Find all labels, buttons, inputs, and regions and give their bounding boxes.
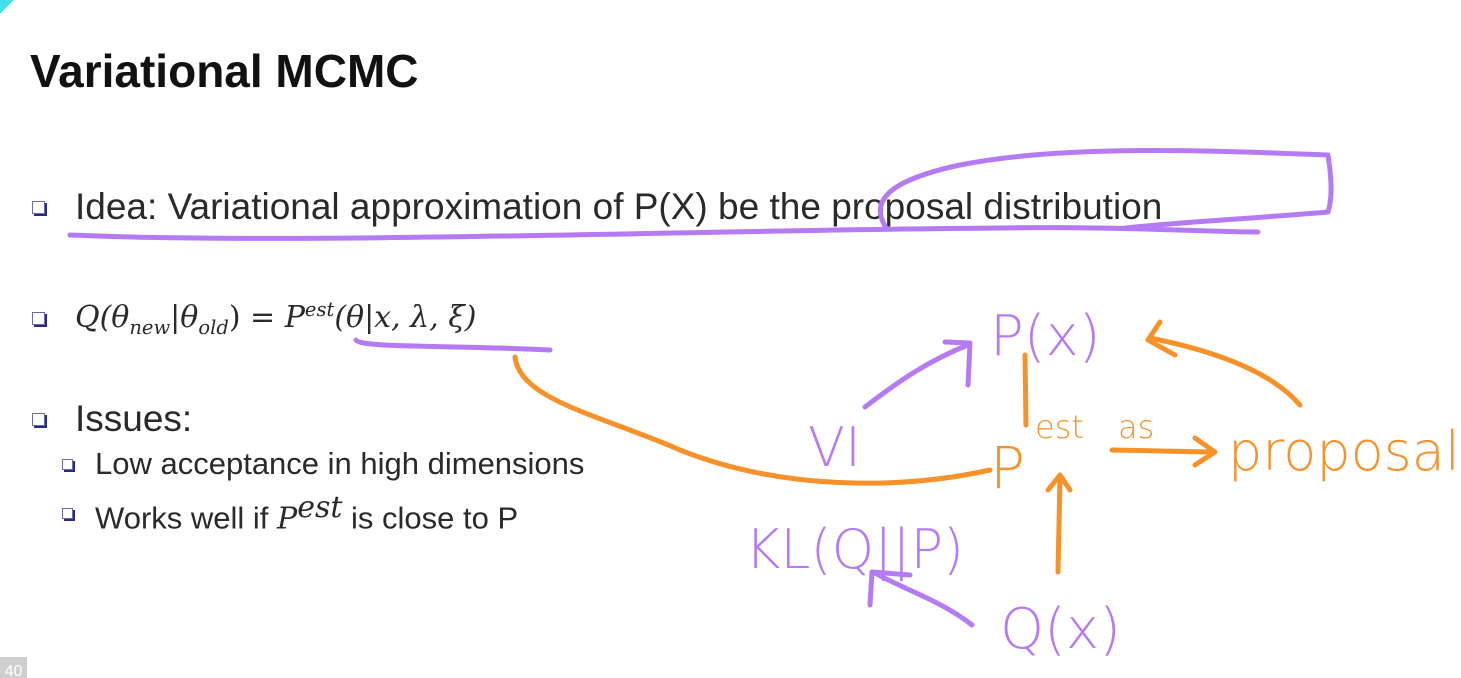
arrow-pest-to-P (512, 354, 993, 486)
bullet-text: Idea: Variational approximation of P(X) … (75, 186, 1163, 227)
bullet-square-icon (32, 312, 45, 325)
annotation-proposal: proposal (1228, 420, 1460, 483)
underline-idea (67, 225, 1261, 241)
arrow-vi (862, 339, 973, 410)
arrow-q-up (1045, 472, 1073, 575)
bullet-square-icon (62, 507, 73, 519)
annotation-pest-sup: est (1035, 408, 1084, 446)
bullet-square-icon (32, 412, 45, 426)
slide-title: Variational MCMC (30, 45, 419, 97)
annotation-pest: P (990, 434, 1025, 502)
formula: Q(θnew|θold) = Pest(θ|x, λ, ξ) (75, 298, 477, 339)
annotation-vi: VI (808, 416, 861, 479)
arrow-as (1109, 435, 1218, 468)
bullet-text: Low acceptance in high dimensions (95, 446, 585, 481)
sub-bullet-low-acceptance: Low acceptance in high dimensions (62, 446, 584, 482)
annotation-as: as (1118, 408, 1154, 446)
annotation-kl: KL(Q||P) (745, 518, 964, 581)
arrow-proposal-to-px (1145, 319, 1303, 408)
corner-marker (0, 0, 14, 14)
loop-proposal (877, 148, 1334, 231)
sub-bullet-works-well: Works well if Pest is close to P (62, 490, 518, 536)
annotation-qx: Q(x) (1000, 597, 1121, 662)
bullet-formula: Q(θnew|θold) = Pest(θ|x, λ, ξ) (32, 298, 477, 339)
bullet-square-icon (32, 200, 45, 214)
underline-pest (353, 337, 553, 353)
bullet-idea: Idea: Variational approximation of P(X) … (32, 186, 1162, 228)
bullet-text: Issues: (75, 398, 193, 439)
bullet-issues: Issues: (32, 398, 192, 440)
page-number: 40 (0, 657, 27, 678)
arrow-px-down (1022, 352, 1029, 428)
annotation-px: P(x) (990, 304, 1101, 369)
bullet-text: Works well if Pest is close to P (95, 490, 519, 537)
arrow-q-to-kl (867, 569, 975, 628)
bullet-square-icon (62, 458, 73, 470)
